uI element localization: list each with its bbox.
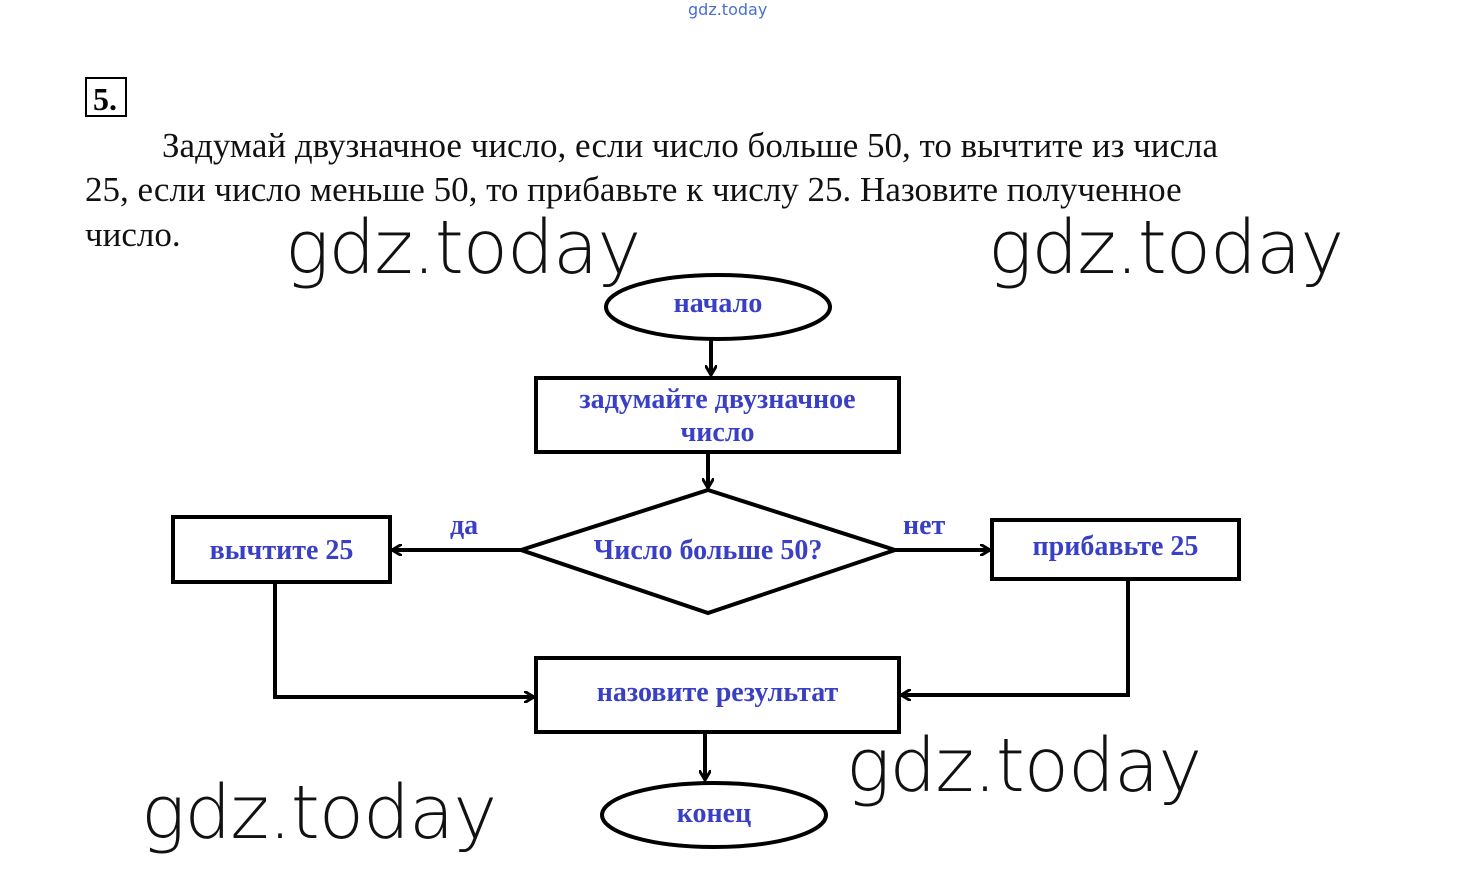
condition-diamond <box>514 487 902 616</box>
no-action-label: прибавьте 25 <box>1032 531 1199 562</box>
result-label: назовите результат <box>596 677 839 708</box>
step1-label-line-2: число <box>680 417 755 448</box>
task-text-line-1: Задумай двузначное число, если число бол… <box>162 126 1219 165</box>
no-box <box>990 518 1241 581</box>
watermark-2: gdz.today <box>988 205 1344 291</box>
yes-action-label: вычтите 25 <box>209 535 354 566</box>
yes-label: да <box>450 510 479 541</box>
step1-label-line-1: задумайте двузначное <box>579 384 856 415</box>
result-box <box>534 656 901 734</box>
watermark-4: gdz.today <box>141 770 497 856</box>
condition-label: Число больше 50? <box>593 535 823 566</box>
end-label: конец <box>676 798 752 829</box>
start-oval <box>604 273 832 341</box>
arrow-yes-to-result <box>273 582 534 697</box>
no-label: нет <box>903 510 946 541</box>
end-oval <box>600 781 828 849</box>
task-text-line-2: 25, если число меньше 50, то прибавьте к… <box>85 170 1182 209</box>
arrow-no-to-result <box>901 579 1130 695</box>
step1-box <box>534 376 901 454</box>
watermark-3: gdz.today <box>846 723 1202 809</box>
start-label: начало <box>673 288 763 319</box>
watermark-top: gdz.today <box>688 0 768 19</box>
task-text-line-3: число. <box>85 215 181 254</box>
watermark-1: gdz.today <box>285 205 641 291</box>
task-number: 5. <box>85 77 127 117</box>
yes-box <box>171 515 392 584</box>
